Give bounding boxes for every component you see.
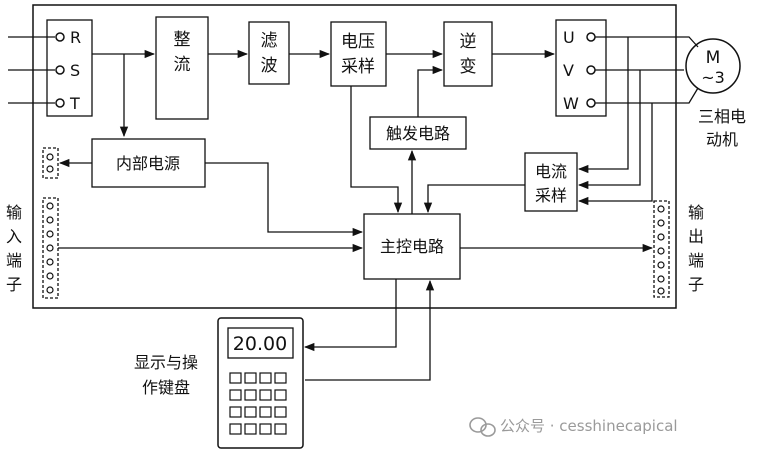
svg-text:出: 出: [688, 227, 704, 246]
svg-text:入: 入: [6, 227, 22, 246]
main-control-label: 主控电路: [380, 237, 444, 256]
output-terminal-label: 输 出 端 子: [688, 203, 704, 294]
current-sampling-label-2: 采样: [535, 186, 567, 205]
display-keypad-panel: 20.00 显示与操 作键盘: [134, 317, 304, 449]
rectifier-block: 整 流: [155, 16, 209, 120]
input-terminal-label: 输 入 端 子: [6, 203, 22, 294]
svg-text:端: 端: [688, 251, 704, 270]
terminal-r: R: [70, 28, 81, 47]
watermark: 公众号 · cesshinecapical: [469, 417, 678, 437]
voltage-sampling-block: 电压 采样: [330, 21, 387, 87]
output-terminal-strip: [653, 200, 670, 298]
wechat-icon: [469, 417, 496, 437]
internal-power-block: 内部电源: [91, 138, 206, 188]
terminal-w: W: [563, 94, 579, 113]
motor-symbol-m: M: [706, 48, 721, 68]
three-phase-motor: M ~3 三相电 动机: [685, 38, 746, 149]
display-value: 20.00: [233, 333, 287, 355]
motor-label-2: 动机: [706, 130, 738, 149]
inverter-label-1: 逆: [460, 32, 477, 52]
current-sampling-block: 电流 采样: [524, 152, 578, 212]
motor-label-1: 三相电: [698, 107, 746, 126]
svg-text:子: 子: [688, 275, 704, 294]
svg-text:输: 输: [6, 203, 22, 222]
input-terminal-strip: [42, 197, 59, 299]
connection-lines: [58, 36, 699, 381]
motor-circle: [685, 38, 741, 94]
inverter-block: 逆 变: [443, 21, 493, 87]
output-terminal-block: U V W: [555, 19, 607, 117]
rectifier-label-2: 流: [174, 55, 191, 75]
voltage-sampling-label-1: 电压: [341, 32, 375, 52]
panel-label-2: 作键盘: [142, 378, 190, 397]
filter-label-2: 波: [261, 56, 278, 76]
display-screen: [227, 327, 294, 359]
inverter-enclosure: [32, 4, 677, 309]
terminal-v: V: [563, 61, 574, 80]
watermark-text: 公众号 · cesshinecapical: [500, 417, 678, 435]
voltage-sampling-label-2: 采样: [341, 57, 375, 77]
main-control-block: 主控电路: [363, 213, 461, 280]
trigger-circuit-label: 触发电路: [386, 124, 450, 143]
filter-block: 滤 波: [248, 21, 290, 85]
svg-text:子: 子: [6, 275, 22, 294]
svg-text:端: 端: [6, 251, 22, 270]
power-terminal-strip: [42, 147, 59, 179]
panel-label-1: 显示与操: [134, 353, 198, 372]
motor-symbol-3: ~3: [701, 68, 725, 87]
filter-label-1: 滤: [261, 31, 278, 51]
keypad-buttons[interactable]: [229, 372, 287, 435]
terminal-t: T: [69, 94, 80, 113]
input-terminal-block: R S T: [8, 19, 93, 117]
terminal-s: S: [70, 61, 80, 80]
inverter-label-2: 变: [460, 57, 477, 77]
rectifier-label-1: 整: [174, 30, 191, 50]
terminal-u: U: [563, 28, 575, 47]
current-sampling-label-1: 电流: [535, 162, 567, 181]
trigger-circuit-block: 触发电路: [369, 116, 467, 150]
internal-power-label: 内部电源: [116, 154, 180, 173]
svg-text:输: 输: [688, 203, 704, 222]
